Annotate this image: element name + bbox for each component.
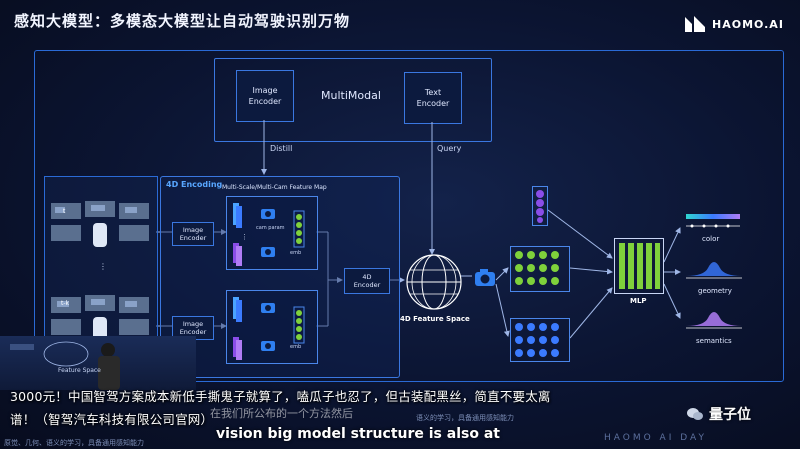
- mlp-label: MLP: [630, 297, 647, 305]
- output-color-label: color: [702, 235, 720, 243]
- watermark-text: 量子位: [709, 407, 751, 423]
- wechat-icon: [687, 408, 703, 420]
- slide-title: 感知大模型：多模态大模型让自动驾驶识别万物: [14, 12, 351, 30]
- query-label: Query: [437, 144, 462, 153]
- camera-thumbnails: ⋮ t t-k: [51, 201, 149, 341]
- 4d-encoding-title: 4D Encoding: [166, 180, 223, 189]
- feature-space-label: 4D Feature Space: [400, 315, 470, 323]
- emb-label-1: emb: [290, 250, 302, 256]
- cam-param-label: cam param: [256, 225, 285, 231]
- mlp-block: [614, 238, 664, 294]
- feature-space-globe-icon: [406, 254, 462, 310]
- presenter-video-inset: Feature Space: [0, 336, 196, 390]
- feature-map-t-k: [226, 290, 318, 364]
- chinese-subtitle: 在我们所公布的一个方法然后: [210, 407, 353, 420]
- haomo-logo-icon: [685, 16, 705, 32]
- svg-text:⋮: ⋮: [99, 262, 107, 271]
- faded-slide-text-right: 语义的学习，具备通用感知能力: [416, 414, 514, 422]
- feature-map-t: ⋮: [226, 196, 318, 270]
- color-output-icon: [686, 214, 740, 228]
- feature-map-title: Multi-Scale/Multi-Cam Feature Map: [222, 184, 327, 191]
- distill-label: Distill: [270, 144, 293, 153]
- feature-grid-blue: [510, 318, 570, 362]
- liangziwei-watermark: 量子位: [686, 404, 751, 424]
- text-encoder: Text Encoder: [404, 72, 462, 124]
- camera-icon: [475, 269, 495, 286]
- svg-text:⋮: ⋮: [241, 233, 248, 241]
- query-vector: [532, 186, 548, 226]
- haomo-logo: HAOMO.AI: [684, 14, 796, 34]
- english-subtitle: vision big model structure is also at: [216, 426, 500, 442]
- image-encoder-top: Image Encoder: [236, 70, 294, 122]
- faded-slide-text-left: 原觉、几何、语义的学习，具备通用感知能力: [4, 439, 144, 447]
- multimodal-box: [214, 58, 492, 142]
- article-caption-line2: 谱！（智驾汽车科技有限公司官网）: [10, 412, 214, 427]
- output-semantics-label: semantics: [696, 337, 732, 345]
- image-encoder-1: Image Encoder: [172, 222, 214, 246]
- t-k-frame-label: t-k: [61, 300, 70, 307]
- presenter-feature-space-label: Feature Space: [58, 367, 101, 374]
- output-geometry-label: geometry: [698, 287, 732, 295]
- semantics-output-icon: [686, 312, 742, 329]
- logo-text: HAOMO.AI: [712, 17, 784, 31]
- 4d-encoder: 4D Encoder: [344, 268, 390, 294]
- multimodal-label: MultiModal: [321, 89, 381, 102]
- geometry-output-icon: [686, 262, 742, 279]
- feature-grid-green: [510, 246, 570, 292]
- emb-label-2: emb: [290, 344, 302, 350]
- diagram-frame: [34, 50, 784, 382]
- article-caption-line1: 3000元！中国智驾方案成本新低手撕鬼子就算了，嗑瓜子也忍了，但古装配黑丝，简直…: [10, 389, 551, 404]
- bottom-brand: HAOMO AI DAY: [604, 433, 707, 443]
- t-frame-label: t: [63, 208, 66, 215]
